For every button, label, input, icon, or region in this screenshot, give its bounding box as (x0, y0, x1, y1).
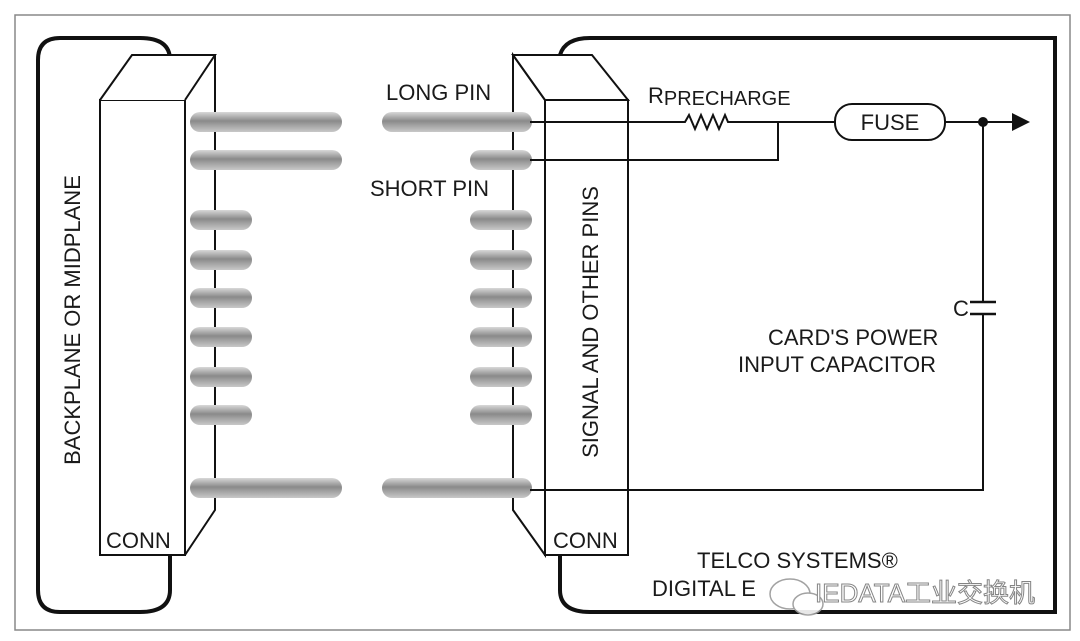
right-long-pin (382, 112, 532, 132)
right-short-pin (470, 250, 532, 270)
left-short-pin (190, 327, 252, 347)
short-pin-label: SHORT PIN (370, 176, 489, 201)
output-arrow-icon (1012, 113, 1030, 131)
capacitor-label: C (953, 296, 969, 321)
circuit-wires (530, 112, 1015, 491)
capacitor-desc-line2: INPUT CAPACITOR (738, 352, 936, 377)
capacitor-desc-line1: CARD'S POWER (768, 325, 938, 350)
watermark: IEDATA工业交换机 (769, 578, 1036, 616)
long-pin-label: LONG PIN (386, 80, 491, 105)
right-short-pin (470, 367, 532, 387)
left-short-pin (190, 367, 252, 387)
left-short-pin (190, 210, 252, 230)
card-label-line1: TELCO SYSTEMS® (697, 548, 898, 573)
card-board (558, 36, 1057, 614)
right-long-pin (382, 478, 532, 498)
resistor-label: RPRECHARGE (648, 83, 791, 110)
signal-pins-label: SIGNAL AND OTHER PINS (578, 186, 603, 458)
right-short-pin (470, 327, 532, 347)
fuse-label: FUSE (861, 110, 920, 135)
left-long-pin (190, 478, 342, 498)
left-short-pin (190, 405, 252, 425)
resistor-label-sub: PRECHARGE (664, 88, 791, 110)
left-long-pin (190, 112, 342, 132)
left-short-pin (190, 288, 252, 308)
card-label-line2: DIGITAL E (652, 576, 756, 601)
outer-frame (14, 14, 1071, 631)
resistor-label-main: R (648, 83, 664, 108)
right-short-pin (470, 405, 532, 425)
left-connector-label: CONN (106, 528, 171, 553)
backplane-label: BACKPLANE OR MIDPLANE (60, 175, 85, 465)
left-short-pin (190, 250, 252, 270)
right-pins (382, 112, 532, 498)
right-connector-label: CONN (553, 528, 618, 553)
right-connector (511, 51, 631, 559)
left-long-pin (190, 150, 342, 170)
junction-dot (978, 117, 988, 127)
watermark-text: IEDATA工业交换机 (815, 578, 1035, 608)
right-short-pin (470, 210, 532, 230)
fuse (834, 103, 946, 141)
right-short-pin (470, 288, 532, 308)
left-pins (190, 112, 342, 498)
right-short-pin (470, 150, 532, 170)
